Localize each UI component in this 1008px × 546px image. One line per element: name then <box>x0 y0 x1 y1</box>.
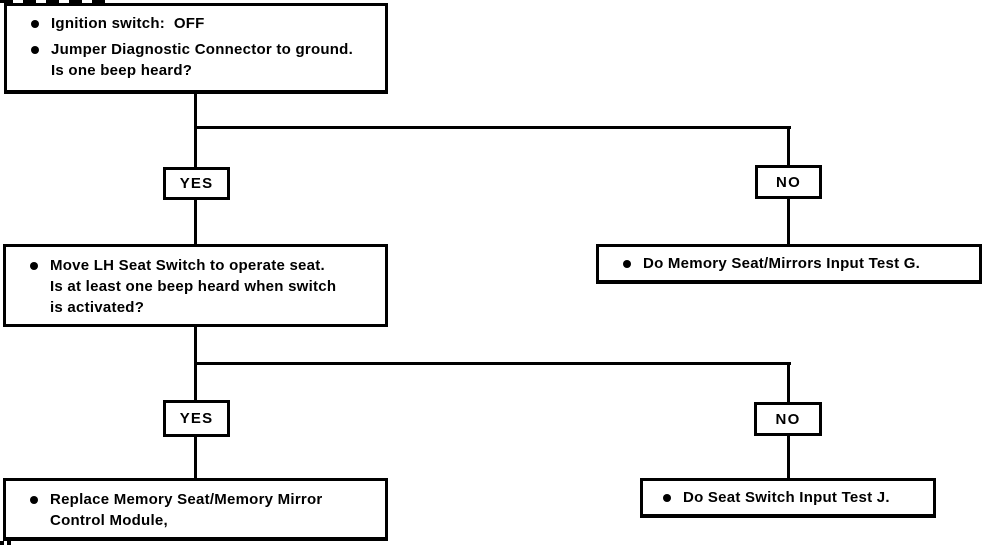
condition-line: Jumper Diagnostic Connector to ground. <box>7 39 385 60</box>
action-box-test-j: Do Seat Switch Input Test J. <box>640 478 936 518</box>
condition-text: is activated? <box>50 299 145 316</box>
yes-label: YES <box>179 175 214 192</box>
condition-text: Is at least one beep heard when switch <box>50 278 337 295</box>
bullet-icon <box>663 493 671 502</box>
start-condition-box: Ignition switch: OFF Jumper Diagnostic C… <box>4 3 388 94</box>
bullet-icon <box>31 46 39 54</box>
branch2-yes-label-box: YES <box>163 400 230 437</box>
action-line: Do Seat Switch Input Test J. <box>643 487 890 508</box>
connector-no1-to-testg <box>787 198 790 244</box>
connector-step2-down <box>194 326 197 365</box>
bullet-icon <box>30 262 38 270</box>
connector-branch1-horizontal <box>194 126 791 129</box>
bullet-icon <box>623 259 631 268</box>
connector-branch2-yes-down <box>194 362 197 400</box>
action-line: Replace Memory Seat/Memory Mirror <box>6 489 385 510</box>
condition-line: Is at least one beep heard when switch <box>6 276 385 297</box>
connector-step1-down <box>194 93 197 129</box>
connector-no2-to-testj <box>787 435 790 478</box>
condition-text: Jumper Diagnostic Connector to ground. <box>51 41 354 58</box>
branch2-no-label-box: NO <box>754 402 822 436</box>
action-text: Do Seat Switch Input Test J. <box>683 489 890 506</box>
action-line: Control Module, <box>6 510 385 531</box>
bullet-icon <box>31 20 39 28</box>
action-text: Replace Memory Seat/Memory Mirror <box>50 491 323 508</box>
condition-line: Is one beep heard? <box>7 60 385 81</box>
decision-box-seat-switch: Move LH Seat Switch to operate seat. Is … <box>3 244 388 327</box>
branch1-yes-label-box: YES <box>163 167 230 200</box>
condition-text: Ignition switch: OFF <box>51 15 205 32</box>
action-box-test-g: Do Memory Seat/Mirrors Input Test G. <box>596 244 982 284</box>
connector-branch2-no-down <box>787 362 790 402</box>
action-text: Do Memory Seat/Mirrors Input Test G. <box>643 255 921 272</box>
condition-line: Move LH Seat Switch to operate seat. <box>6 255 385 276</box>
no-label: NO <box>776 173 801 191</box>
condition-text: Move LH Seat Switch to operate seat. <box>50 257 325 274</box>
bullet-icon <box>30 496 38 504</box>
connector-yes2-to-replace <box>194 436 197 478</box>
connector-branch2-horizontal <box>194 362 791 365</box>
connector-branch1-no-down <box>787 126 790 166</box>
scan-artifact-top <box>0 0 112 3</box>
branch1-no-label-box: NO <box>755 165 822 199</box>
action-line: Do Memory Seat/Mirrors Input Test G. <box>599 253 920 274</box>
no-label: NO <box>775 410 801 428</box>
connector-yes1-to-step2 <box>194 199 197 244</box>
condition-text: Is one beep heard? <box>51 62 193 79</box>
scan-artifact-bottom <box>0 541 14 545</box>
condition-line: is activated? <box>6 297 385 318</box>
yes-label: YES <box>179 410 214 427</box>
action-box-replace-module: Replace Memory Seat/Memory Mirror Contro… <box>3 478 388 541</box>
connector-branch1-yes-down <box>194 126 197 167</box>
action-text: Control Module, <box>50 512 168 529</box>
condition-line: Ignition switch: OFF <box>7 13 385 34</box>
